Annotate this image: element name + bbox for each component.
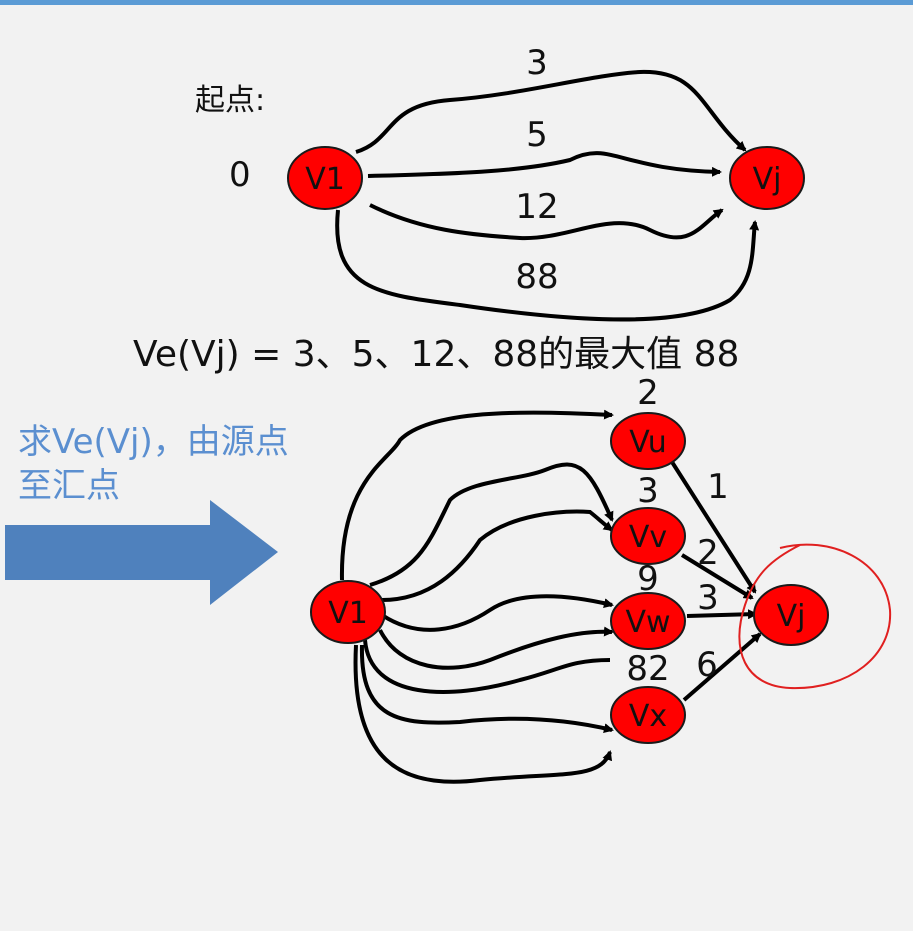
node-vv <box>610 507 686 565</box>
weight-v1-vw: 9 <box>637 559 659 599</box>
top-weight-88: 88 <box>515 257 559 297</box>
start-value: 0 <box>229 155 251 195</box>
top-node-v1 <box>287 146 363 210</box>
top-edge-12 <box>369 203 724 241</box>
edge-vu-vj <box>670 460 757 594</box>
node-vu-label: Vu <box>629 425 667 460</box>
node-vx-label: Vx <box>629 699 667 734</box>
edge-vw-vj <box>686 609 758 620</box>
edge-v1-vx <box>378 626 614 670</box>
edge-v1-vw2 <box>380 594 614 632</box>
edge-v1-vx2 <box>363 639 611 694</box>
node-vu <box>610 412 686 470</box>
edge-vx-vj <box>682 632 762 702</box>
start-label: 起点: <box>195 83 266 118</box>
weight-vw-vj: 3 <box>697 578 719 618</box>
weight-v1-vv: 3 <box>637 471 659 511</box>
top-weight-3: 3 <box>526 43 548 83</box>
weight-v1-vu: 2 <box>637 373 659 413</box>
weight-vx-vj: 6 <box>696 645 718 685</box>
weight-v1-vx: 82 <box>626 649 670 689</box>
edge-v1-vu <box>339 409 614 581</box>
node-vw <box>610 592 686 650</box>
top-node-vj <box>729 146 805 210</box>
node-v1-label: V1 <box>328 596 368 631</box>
edge-v1-vw <box>381 509 614 602</box>
node-vw-label: Vw <box>625 605 670 640</box>
top-edge-3 <box>355 69 747 154</box>
node-vj <box>753 584 829 646</box>
top-weight-5: 5 <box>526 115 548 155</box>
edge-v1-vx4 <box>353 644 613 784</box>
weight-vv-vj: 2 <box>697 533 719 573</box>
node-vv-label: Vv <box>629 520 667 555</box>
edge-v1-vv <box>369 462 614 587</box>
blue-arrow-shape <box>5 500 278 605</box>
formula-text: Ve(Vj) = 3、5、12、88的最大值 88 <box>133 334 740 375</box>
node-v1 <box>310 580 386 644</box>
node-vx <box>610 686 686 744</box>
top-node-v1-label: V1 <box>305 162 345 197</box>
top-edge-5 <box>367 151 722 178</box>
caption-text: 求Ve(Vj)，由源点至汇点 <box>18 422 289 506</box>
slide-top-accent-bar <box>0 0 913 5</box>
weight-vu-vj: 1 <box>707 467 729 507</box>
edge-vv-vj <box>680 553 754 600</box>
top-node-vj-label: Vj <box>753 162 782 197</box>
top-weight-12: 12 <box>515 187 559 227</box>
highlight-circle <box>738 543 892 690</box>
edge-v1-vx3 <box>359 644 614 734</box>
top-edge-88 <box>335 209 760 322</box>
node-vj-label: Vj <box>777 599 806 634</box>
